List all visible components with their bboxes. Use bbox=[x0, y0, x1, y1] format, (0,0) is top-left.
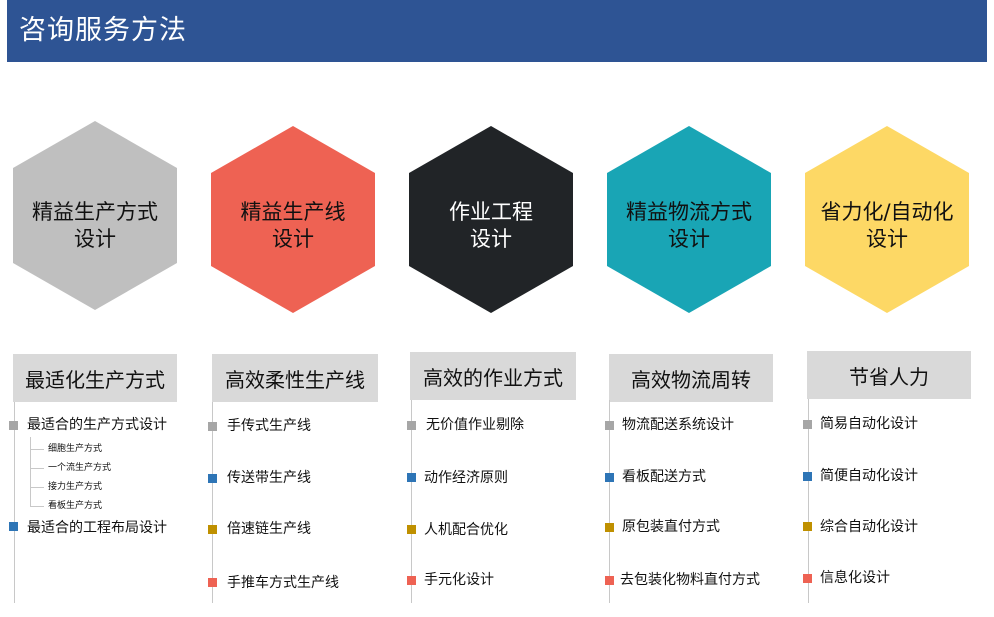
column-guide-line bbox=[411, 400, 412, 603]
list-item: 手传式生产线 bbox=[227, 418, 311, 434]
list-item: 去包装化物料直付方式 bbox=[620, 572, 760, 588]
list-item: 物流配送系统设计 bbox=[622, 417, 734, 433]
page-title: 咨询服务方法 bbox=[19, 15, 187, 46]
list-item: 综合自动化设计 bbox=[820, 519, 918, 535]
bullet-marker bbox=[803, 522, 812, 531]
bullet-marker bbox=[605, 473, 614, 482]
list-item: 简易自动化设计 bbox=[820, 416, 918, 432]
hexagon-lean-logistics bbox=[607, 126, 771, 313]
tree-branch bbox=[30, 468, 44, 469]
tree-branch bbox=[30, 449, 44, 450]
bullet-marker bbox=[803, 420, 812, 429]
title-bar: 咨询服务方法 bbox=[7, 0, 987, 62]
hexagon-label-line1: 精益生产方式 bbox=[32, 200, 158, 224]
tree-branch bbox=[30, 506, 44, 507]
list-item: 信息化设计 bbox=[820, 570, 890, 586]
list-item: 最适合的工程布局设计 bbox=[27, 520, 167, 536]
list-item: 简便自动化设计 bbox=[820, 468, 918, 484]
bullet-marker bbox=[803, 574, 812, 583]
column-guide-line bbox=[808, 399, 809, 603]
hexagon-lean-production-line bbox=[211, 126, 375, 313]
bullet-marker bbox=[605, 523, 614, 532]
list-item: 手元化设计 bbox=[424, 572, 494, 588]
column-header-flexible-line: 高效柔性生产线 bbox=[212, 354, 378, 402]
sub-list-item: 接力生产方式 bbox=[48, 482, 103, 492]
hexagon-label-line2: 设计 bbox=[470, 227, 512, 251]
sub-list-item: 一个流生产方式 bbox=[48, 463, 112, 473]
bullet-marker bbox=[407, 421, 416, 430]
list-item: 无价值作业剔除 bbox=[426, 417, 524, 433]
hexagon-label-lean-logistics: 精益物流方式 设计 bbox=[604, 199, 774, 253]
hexagon-label-line2: 设计 bbox=[74, 227, 116, 251]
list-item: 动作经济原则 bbox=[424, 470, 508, 486]
hexagon-automation bbox=[805, 126, 969, 313]
hexagon-label-line1: 精益物流方式 bbox=[626, 200, 752, 224]
bullet-marker bbox=[208, 422, 217, 431]
column-guide-line bbox=[609, 400, 610, 603]
bullet-marker bbox=[208, 525, 217, 534]
hexagon-label-line2: 设计 bbox=[668, 227, 710, 251]
hexagon-label-line2: 设计 bbox=[866, 227, 908, 251]
tree-connector bbox=[30, 437, 31, 507]
hexagon-label-automation: 省力化/自动化 设计 bbox=[802, 199, 972, 253]
column-header-labor-saving: 节省人力 bbox=[807, 351, 971, 399]
list-item: 传送带生产线 bbox=[227, 470, 311, 486]
bullet-marker bbox=[407, 576, 416, 585]
hexagon-label-lean-production-line: 精益生产线 设计 bbox=[208, 199, 378, 253]
hexagon-label-line1: 省力化/自动化 bbox=[820, 200, 954, 224]
list-item: 最适合的生产方式设计 bbox=[27, 417, 167, 433]
bullet-marker bbox=[407, 473, 416, 482]
hexagon-label-lean-production: 精益生产方式 设计 bbox=[10, 199, 180, 253]
bullet-marker bbox=[9, 522, 18, 531]
hexagon-lean-production bbox=[13, 121, 177, 310]
column-guide-line bbox=[212, 402, 213, 603]
hexagon-label-line1: 作业工程 bbox=[449, 200, 533, 224]
bullet-marker bbox=[208, 474, 217, 483]
bullet-marker bbox=[407, 525, 416, 534]
hexagon-work-engineering bbox=[409, 126, 573, 313]
column-header-optimal-production: 最适化生产方式 bbox=[13, 354, 177, 402]
list-item: 人机配合优化 bbox=[424, 522, 508, 538]
list-item: 看板配送方式 bbox=[622, 469, 706, 485]
hexagon-label-work-engineering: 作业工程 设计 bbox=[406, 199, 576, 253]
bullet-marker bbox=[605, 421, 614, 430]
bullet-marker bbox=[9, 421, 18, 430]
bullet-marker bbox=[605, 576, 614, 585]
bullet-marker bbox=[208, 578, 217, 587]
list-item: 原包装直付方式 bbox=[622, 519, 720, 535]
hexagon-label-line1: 精益生产线 bbox=[240, 200, 346, 224]
column-header-efficient-logistics: 高效物流周转 bbox=[609, 354, 773, 402]
bullet-marker bbox=[803, 472, 812, 481]
sub-list-item: 看板生产方式 bbox=[48, 501, 103, 511]
sub-list-item: 细胞生产方式 bbox=[48, 444, 103, 454]
tree-branch bbox=[30, 487, 44, 488]
column-guide-line bbox=[14, 402, 15, 603]
list-item: 手推车方式生产线 bbox=[227, 575, 339, 591]
list-item: 倍速链生产线 bbox=[227, 521, 311, 537]
column-header-efficient-work: 高效的作业方式 bbox=[410, 352, 576, 400]
hexagon-label-line2: 设计 bbox=[272, 227, 314, 251]
